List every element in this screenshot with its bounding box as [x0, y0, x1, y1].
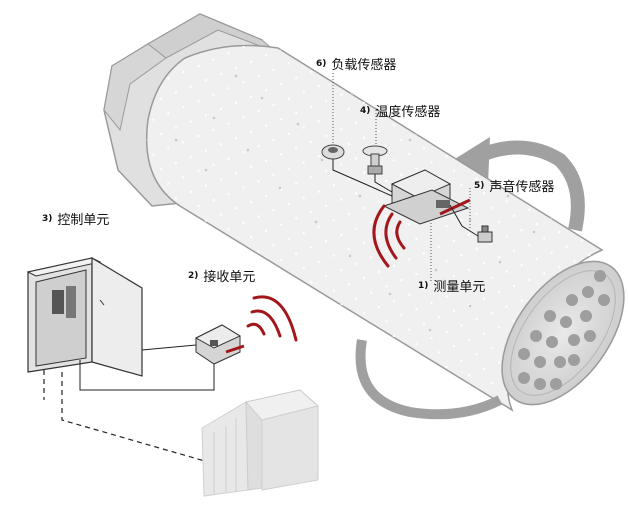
wireless-signal-icon [372, 204, 406, 268]
label-number: 2) [188, 271, 199, 281]
measurement-unit-box [382, 169, 471, 225]
unit-cables [79, 344, 215, 391]
ghost-control-equipment [201, 389, 320, 497]
mill-end-face [501, 260, 625, 406]
label-acoustic-sensor: 5) 声音传感器 [474, 176, 554, 195]
label-receiver-unit: 2) 接收单元 [188, 266, 255, 285]
label-text: 温度传感器 [375, 105, 441, 120]
label-load-sensor: 6) 负载传感器 [316, 54, 396, 73]
label-number: 1) [418, 281, 429, 291]
label-text: 测量单元 [433, 280, 486, 295]
label-text: 声音传感器 [489, 180, 555, 195]
label-text: 控制单元 [57, 213, 110, 228]
label-number: 3) [42, 214, 53, 224]
acoustic-sensor [477, 225, 493, 243]
label-measurement-unit: 1) 测量单元 [418, 276, 485, 295]
label-control-unit: 3) 控制单元 [42, 209, 109, 228]
receiver-unit [194, 324, 245, 365]
leader-lines [332, 73, 471, 282]
label-text: 负载传感器 [331, 58, 397, 73]
rotation-arrow-lower [355, 339, 503, 420]
receiver-wireless-signal-icon [246, 295, 298, 342]
control-cabinet [26, 256, 143, 377]
sensor-cables [332, 159, 479, 237]
label-number: 6) [316, 59, 327, 69]
rotation-arrow-icon [450, 137, 585, 232]
label-text: 接收单元 [203, 270, 256, 285]
label-number: 5) [474, 181, 485, 191]
dashed-link [43, 370, 237, 471]
label-temperature-sensor: 4) 温度传感器 [360, 101, 440, 120]
label-number: 4) [360, 106, 371, 116]
load-sensor [321, 144, 345, 160]
